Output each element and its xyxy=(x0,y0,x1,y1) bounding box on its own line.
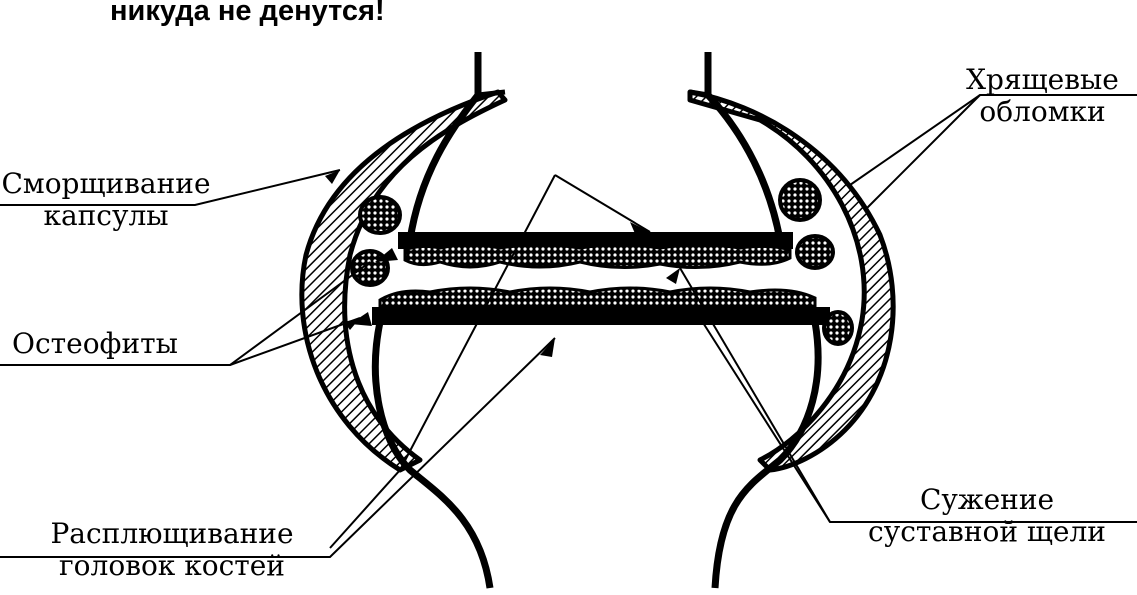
narrowing-label-line1: Сужение xyxy=(919,483,1055,516)
narrowing-label-line2: суставной щели xyxy=(868,515,1106,549)
arrowhead-capsule xyxy=(325,170,340,184)
flattening-label-line1: Расплющивание xyxy=(50,517,294,550)
narrowing-label: Сужение суставной щели xyxy=(842,483,1132,549)
joint-capsule xyxy=(299,89,896,473)
narrowing-leader-1 xyxy=(554,174,651,233)
osteophytes-leader-2 xyxy=(229,317,361,366)
arrowhead-narrowing xyxy=(630,222,650,236)
narrowing-leader-2 xyxy=(329,174,556,549)
cartilage-label: Хрящевые обломки xyxy=(950,63,1135,129)
cartilage-label-line2: обломки xyxy=(979,95,1106,129)
arrowhead-flattening xyxy=(540,338,555,357)
capsule-leader xyxy=(0,169,341,206)
cartilage-label-line1: Хрящевые xyxy=(966,63,1119,96)
flattening-leader-2 xyxy=(679,267,831,523)
osteophytes-label: Остеофиты xyxy=(12,327,178,360)
leader-lines xyxy=(0,94,1137,558)
flattening-label: Расплющивание головок костей xyxy=(22,517,322,583)
upper-cartilage xyxy=(403,243,792,270)
arrowheads xyxy=(325,170,680,357)
arrowhead-gap xyxy=(666,268,680,284)
arrowhead-osteophyte xyxy=(344,318,360,330)
capsule-label-line1: Сморщивание xyxy=(1,167,211,200)
capsule-label-line2: капсулы xyxy=(43,199,169,233)
flattening-label-line2: головок костей xyxy=(59,549,285,583)
capsule-label: Сморщивание капсулы xyxy=(0,167,236,233)
upper-bone xyxy=(398,52,793,249)
flattening-leader xyxy=(0,337,556,558)
lower-bone xyxy=(371,307,830,589)
lower-cartilage xyxy=(378,286,817,310)
cartilage-leader-2 xyxy=(864,94,981,211)
page-heading: никуда не денутся! xyxy=(110,0,385,27)
